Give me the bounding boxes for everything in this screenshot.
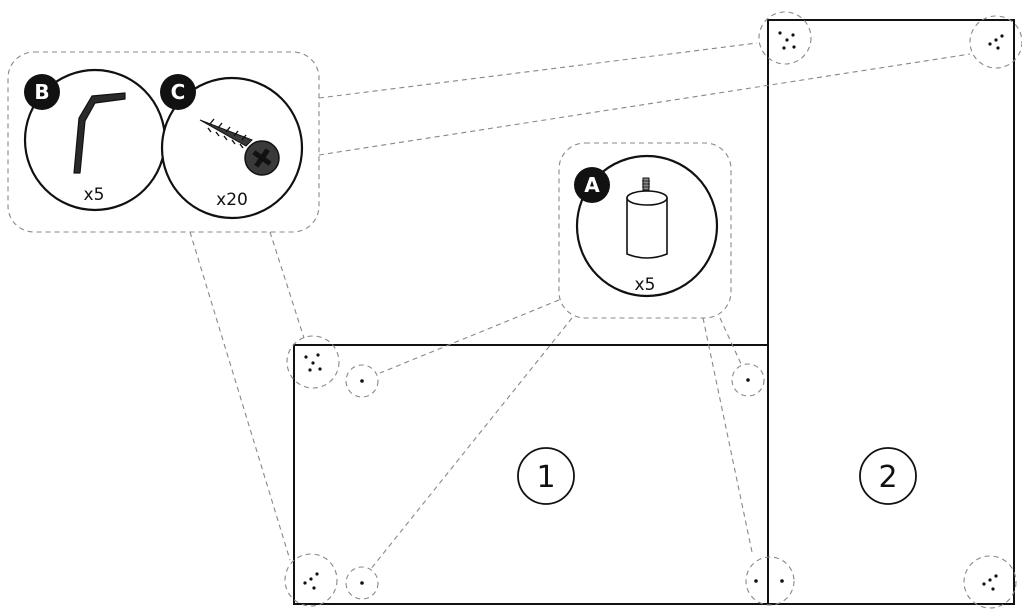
panel-1-number-text: 1 [536, 460, 555, 495]
part-b: x5 B [23, 68, 167, 212]
part-a-qty: x5 [635, 275, 656, 295]
part-a-badge [574, 167, 610, 203]
hole-marker-screw [284, 553, 338, 607]
hole-marker-leg [731, 363, 765, 397]
part-b-badge [24, 74, 60, 110]
hole-marker-leg [345, 566, 379, 600]
hole-marker-leg [345, 364, 379, 398]
panel-2-number-text: 2 [878, 460, 897, 495]
part-a-letter: A [584, 173, 600, 197]
part-c-qty: x20 [216, 190, 248, 210]
panel-2 [767, 19, 1015, 605]
panel-2-number: 2 [859, 447, 917, 505]
hole-marker-screw [758, 11, 812, 65]
part-b-letter: B [34, 80, 49, 104]
leader-line [702, 317, 753, 553]
hole-marker-screw [969, 15, 1022, 69]
screw-icon [199, 118, 280, 176]
part-a: x5 A [574, 154, 719, 298]
leader-line [318, 53, 971, 156]
callout-bc-group [7, 51, 320, 233]
leader-line [269, 231, 305, 339]
hole-marker-leg [745, 556, 795, 606]
part-b-qty: x5 [84, 185, 105, 205]
bracket-icon [73, 92, 126, 174]
leg-icon [626, 177, 668, 259]
hole-marker-screw [963, 555, 1017, 609]
leader-line [318, 42, 758, 99]
part-c-letter: C [171, 80, 186, 104]
leader-line [189, 231, 291, 561]
part-c: x20 C [160, 74, 304, 220]
part-c-badge [160, 74, 196, 110]
hole-marker-screw [286, 335, 340, 389]
panel-1-number: 1 [517, 447, 575, 505]
